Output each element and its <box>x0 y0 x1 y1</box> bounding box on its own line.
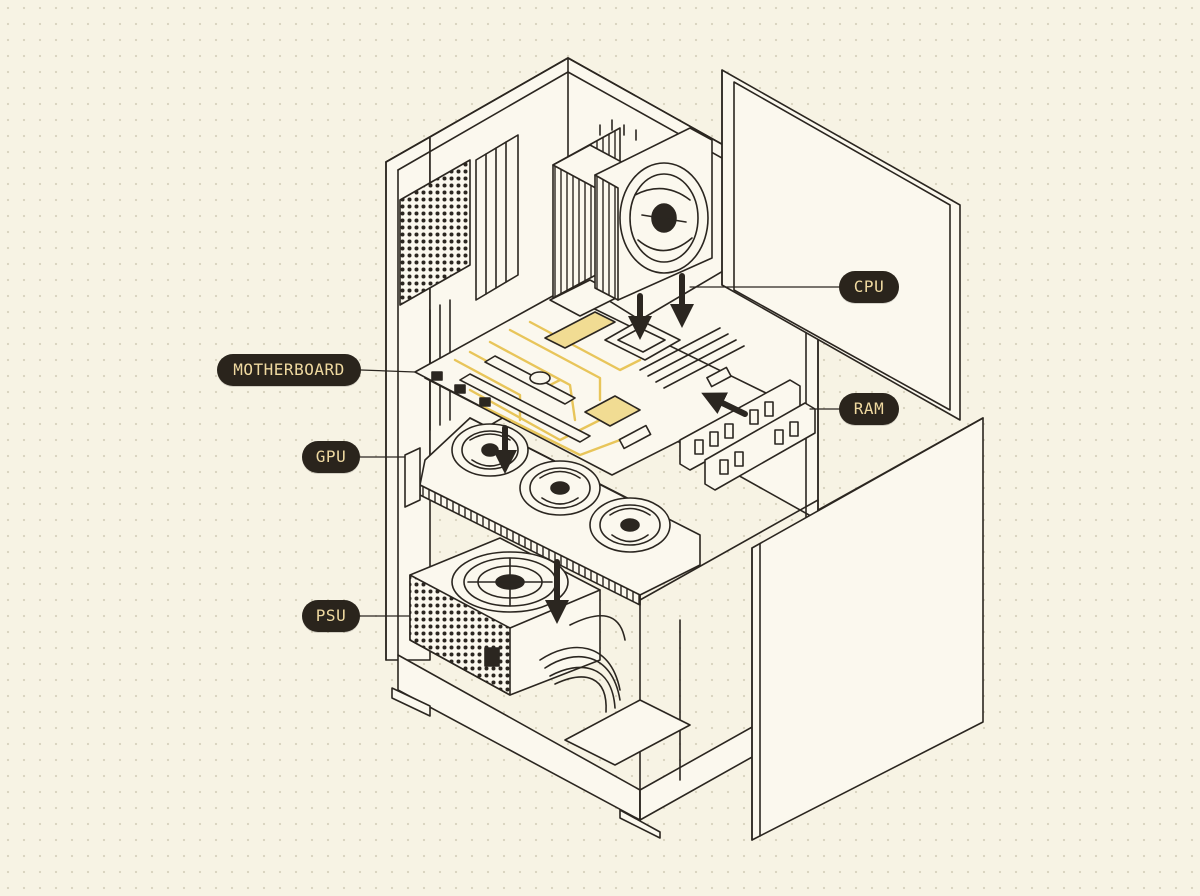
side-panel-front <box>751 417 984 841</box>
leader-lines <box>359 286 840 617</box>
side-panel-back <box>721 69 961 421</box>
label-psu: PSU <box>302 600 360 632</box>
psu <box>409 537 626 713</box>
cpu-cooler <box>552 119 713 301</box>
label-ram: RAM <box>839 393 899 425</box>
gpu <box>404 417 701 606</box>
motherboard <box>414 279 771 476</box>
ram-sticks <box>679 379 816 491</box>
label-gpu: GPU <box>302 441 360 473</box>
label-motherboard: MOTHERBOARD <box>217 354 361 386</box>
assembly-arrows <box>493 273 748 624</box>
label-cpu: CPU <box>839 271 899 303</box>
